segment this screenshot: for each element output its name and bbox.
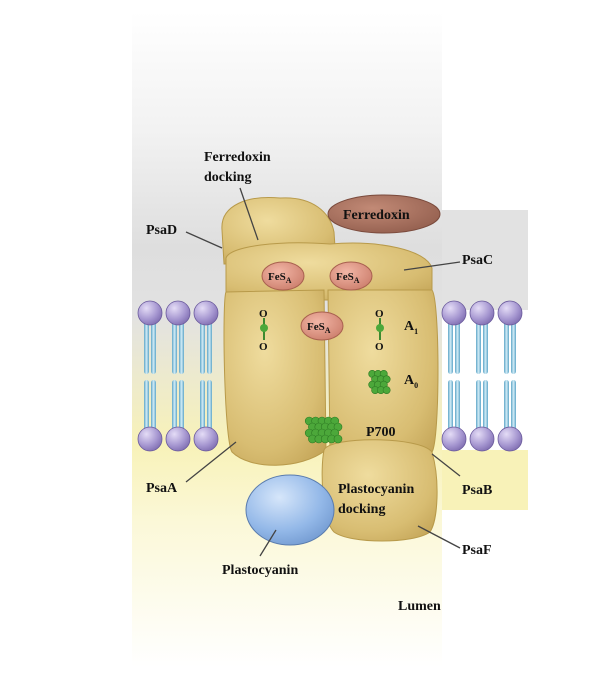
lipid-head [137,300,163,326]
lipid-tail [448,322,453,374]
label-a1: A1 [404,319,418,336]
ferredoxin-protein [327,194,441,234]
membrane-right [441,300,523,452]
label-fes-2: FeSA [336,271,360,285]
lipid-tail [172,380,177,430]
chlorophyll-bead [333,434,343,444]
lipid-tail [151,322,156,374]
leader-ferredoxin-docking [239,187,259,241]
lipid-head [193,300,219,326]
plastocyanin-protein [245,474,335,546]
label-fes-1: FeSA [268,271,292,285]
fes-cluster-1 [261,261,305,291]
leader-lines [185,187,461,557]
psaa-subunit [223,289,327,466]
label-fes-3: FeSA [307,321,331,335]
lipid-head [497,300,523,326]
stroma-band-right [442,210,528,310]
lipid-head [469,426,495,452]
lipid-head [165,426,191,452]
membrane-left [137,300,219,452]
lipid-tail [207,322,212,374]
lipid-head [469,300,495,326]
lipid-tail [476,322,481,374]
lipid-tail [144,380,149,430]
lipid-tail [476,380,481,430]
lipid-head [137,426,163,452]
lipid-tail [172,322,177,374]
label-a0: A0 [404,373,418,390]
lipid-head [497,426,523,452]
lipid-tail [483,380,488,430]
lipid-tail [455,380,460,430]
lumen-band-right [442,450,528,510]
lipid-head [441,426,467,452]
lipid-tail [511,380,516,430]
label-lumen: Lumen [398,599,441,614]
label-quinone-o-2: O [259,341,268,353]
lipid-tail [151,380,156,430]
leader-plastocyanin [259,529,277,557]
fes-cluster-3 [300,311,344,341]
label-plastocyanin-docking-2: docking [338,502,385,517]
label-psaf: PsaF [462,543,492,558]
label-psad: PsaD [146,223,177,238]
quinone-right [376,318,384,340]
label-plastocyanin: Plastocyanin [222,563,298,578]
leader-psad [185,231,223,249]
lipid-tail [504,380,509,430]
lipid-tail [511,322,516,374]
lipid-tail [179,322,184,374]
chlorophyll-a0 [368,369,391,394]
chlorophyll-bead [382,386,391,394]
lipid-tail [144,322,149,374]
leader-psab [431,453,461,477]
lipid-tail [504,322,509,374]
label-ferredoxin-docking-2: docking [204,170,251,185]
label-psac: PsaC [462,253,493,268]
lipid-tail [455,322,460,374]
lipid-tail [483,322,488,374]
quinone-left [260,318,268,340]
label-ferredoxin: Ferredoxin [343,208,410,223]
lipid-head [165,300,191,326]
leader-psac [403,261,461,271]
lipid-tail [448,380,453,430]
label-psab: PsaB [462,483,492,498]
lipid-tail [179,380,184,430]
label-psaa: PsaA [146,481,178,496]
lipid-tail [207,380,212,430]
leader-psaa [185,441,237,483]
chlorophyll-p700 [304,416,343,444]
leader-psaf [417,525,461,549]
label-quinone-o-1: O [259,308,268,320]
label-quinone-o-4: O [375,341,384,353]
lipid-tail [200,380,205,430]
label-quinone-o-3: O [375,308,384,320]
label-ferredoxin-docking-1: Ferredoxin [204,150,271,165]
fes-cluster-2 [329,261,373,291]
lipid-tail [200,322,205,374]
label-p700: P700 [366,425,396,440]
label-plastocyanin-docking-1: Plastocyanin [338,482,414,497]
lipid-head [193,426,219,452]
lipid-head [441,300,467,326]
